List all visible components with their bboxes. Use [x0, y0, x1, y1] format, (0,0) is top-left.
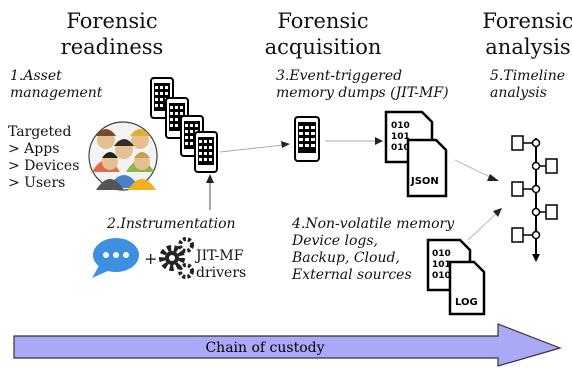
chat-bubble-icon: [92, 238, 139, 278]
label-targeted-list: Targeted > Apps > Devices > Users: [8, 124, 80, 191]
label-jitmf-drivers: JIT-MF drivers: [196, 248, 247, 281]
svg-text:010: 010: [432, 249, 451, 259]
acquisition-phone-icon: [294, 116, 320, 162]
log-label: LOG: [455, 297, 478, 308]
heading-forensic-acquisition: Forensic acquisition: [264, 9, 382, 59]
stacked-phones-icon: [150, 77, 218, 173]
svg-text:010: 010: [432, 271, 451, 281]
label-nonvolatile-memory: 4.Non-volatile memory Device logs, Backu…: [292, 216, 455, 283]
arrow-log-to-timeline: [467, 208, 502, 241]
arrow-to-acquisition: [219, 141, 290, 153]
label-instrumentation: 2.Instrumentation: [107, 216, 236, 232]
json-label: JSON: [410, 176, 439, 187]
instrumentation-arrow: [206, 174, 214, 210]
svg-text:101: 101: [432, 260, 451, 270]
arrow-to-memory-dump: [325, 137, 383, 145]
log-file-icon: 010 101 010 LOG: [426, 238, 486, 316]
chain-of-custody-arrow: Chain of custody: [13, 323, 562, 367]
svg-text:101: 101: [391, 132, 410, 142]
plus-sign: +: [144, 249, 158, 268]
label-asset-management: 1.Asset management: [10, 68, 103, 101]
label-event-triggered-dumps: 3.Event-triggered memory dumps (JIT-MF): [276, 68, 449, 101]
json-file-icon: 010 101 010 JSON: [384, 110, 448, 198]
label-timeline-analysis: 5.Timeline analysis: [490, 68, 565, 101]
heading-forensic-readiness: Forensic readiness: [60, 9, 164, 59]
svg-text:010: 010: [391, 121, 410, 131]
users-group-icon: [88, 121, 158, 191]
timeline-icon: [511, 135, 558, 262]
arrow-json-to-timeline: [454, 159, 499, 181]
chain-of-custody-label: Chain of custody: [205, 340, 324, 356]
svg-text:010: 010: [391, 143, 410, 153]
gears-icon: [159, 237, 194, 279]
heading-forensic-analysis: Forensic analysis: [482, 9, 572, 59]
